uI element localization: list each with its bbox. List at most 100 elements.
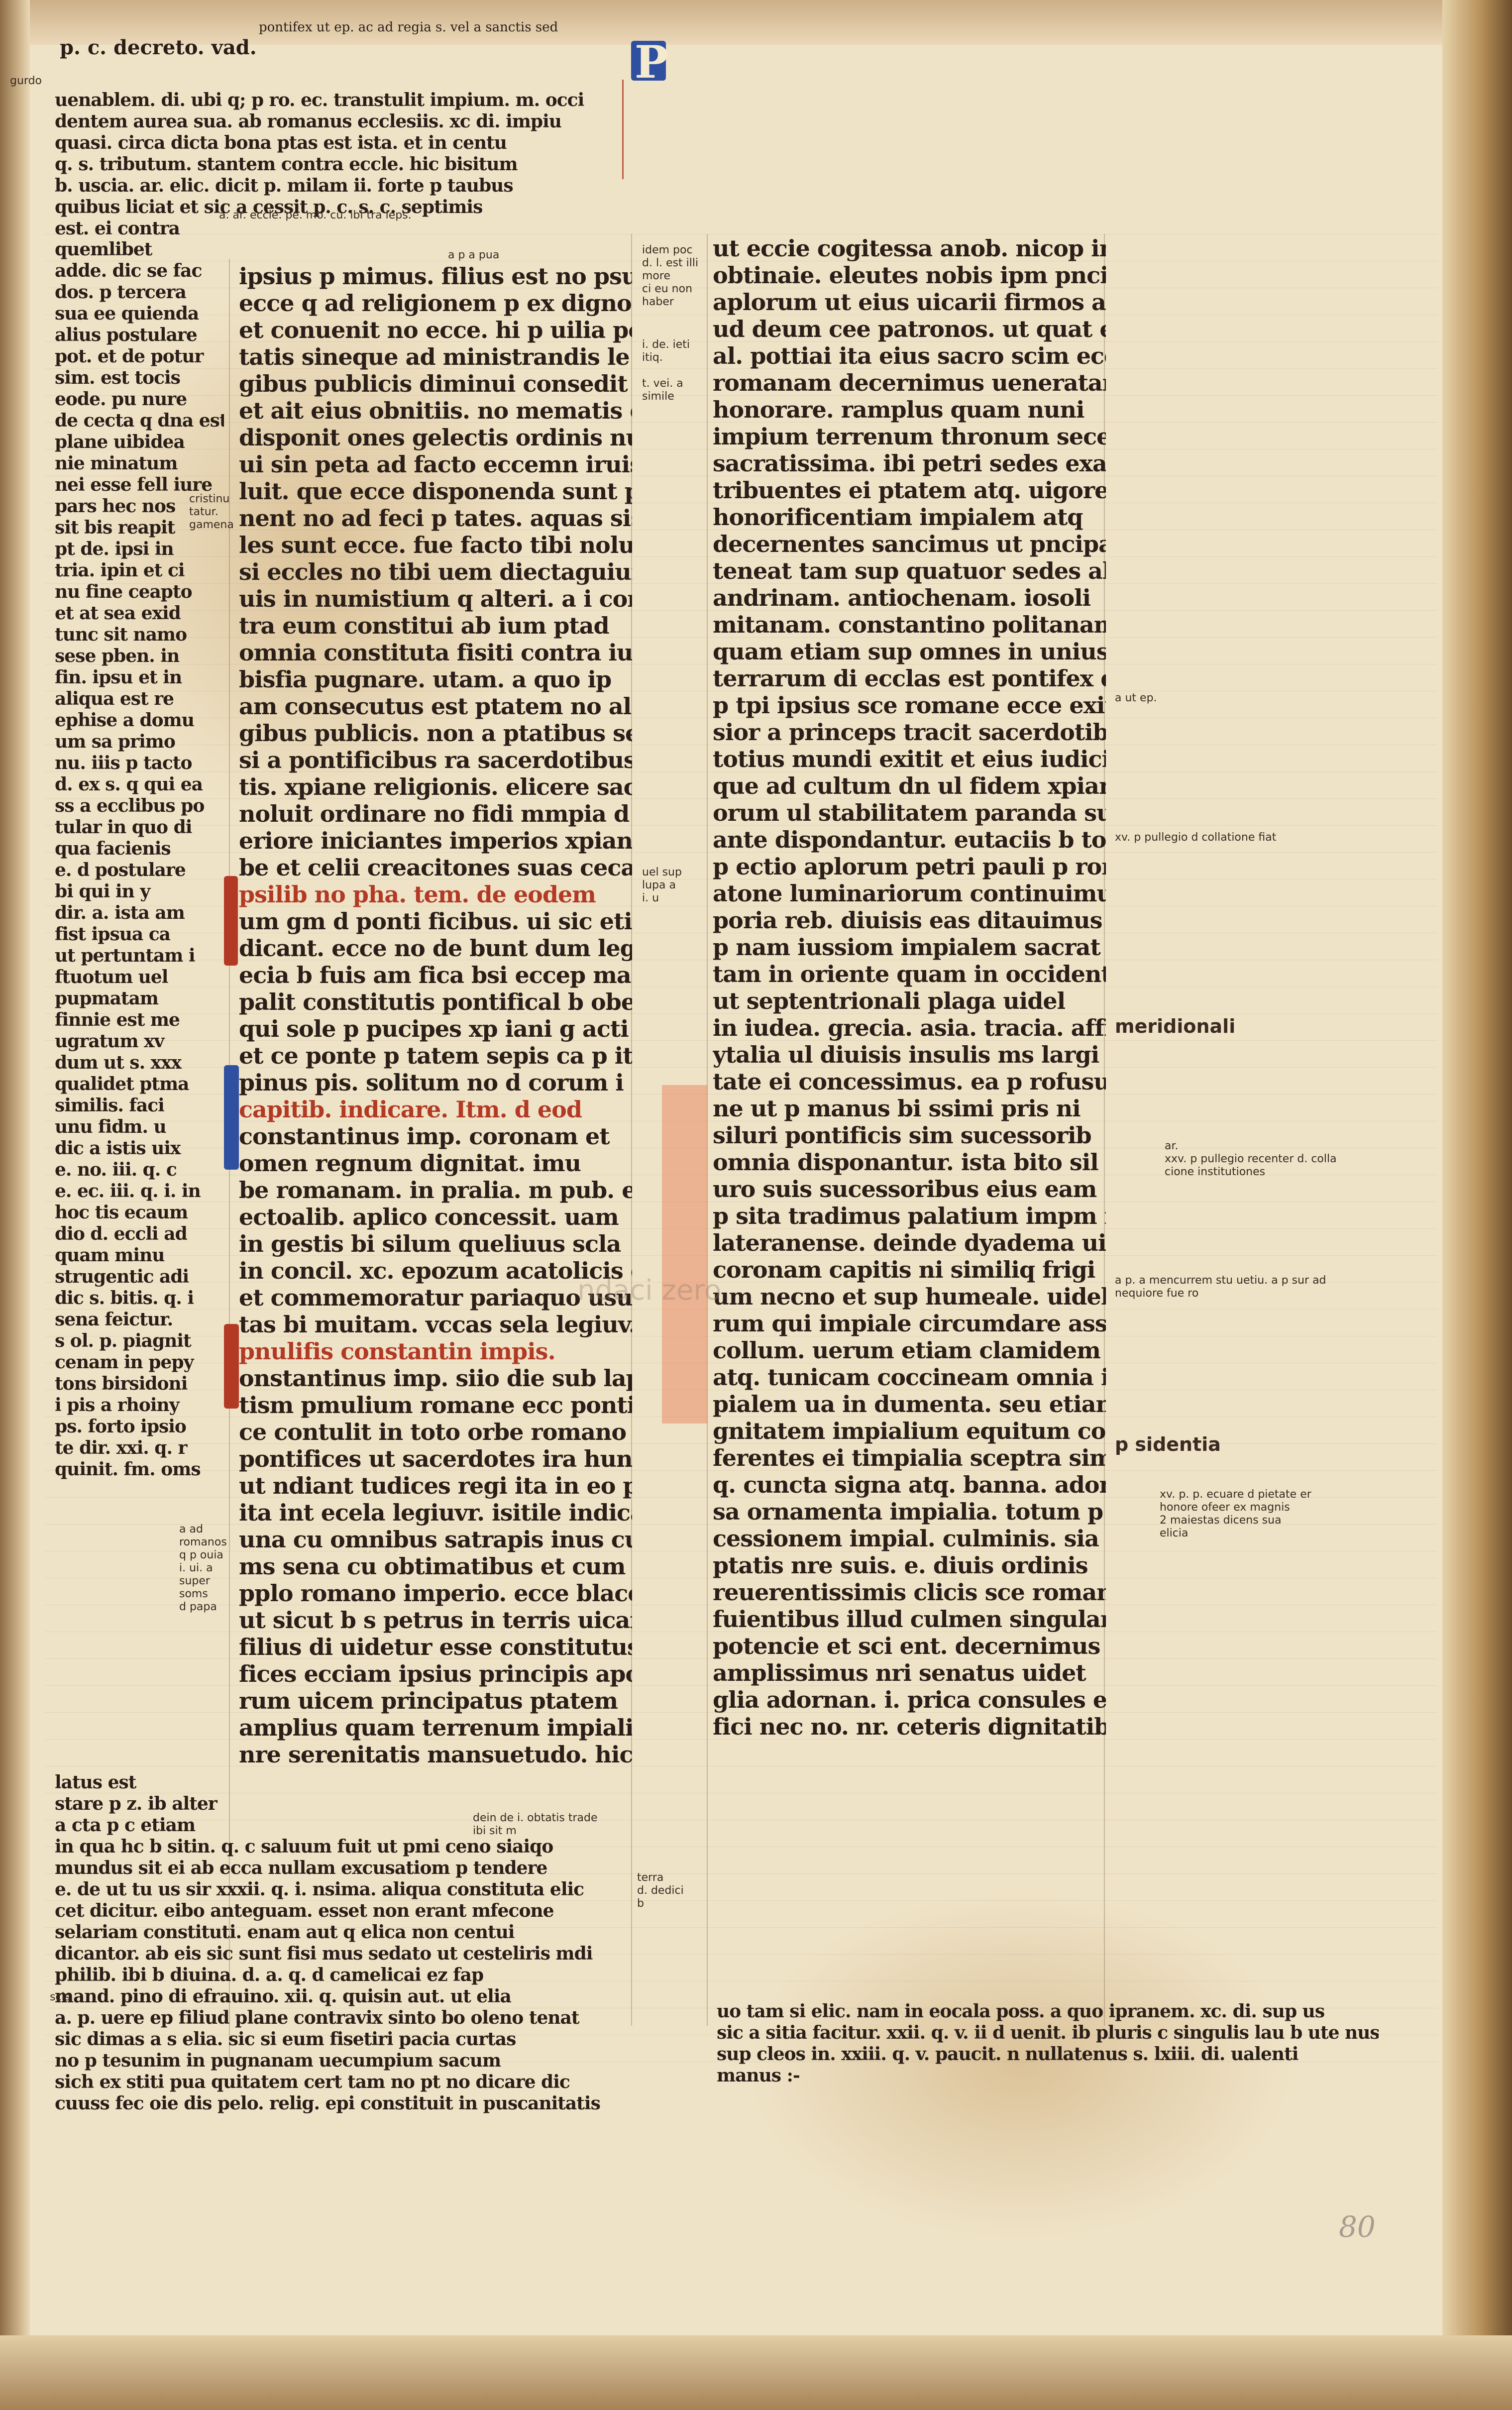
margin-note: terra d. dedici b [637,1871,684,1910]
col2-line: glia adornan. i. prica consules ef [713,1686,1106,1713]
ruling-line [45,798,1437,799]
gloss-bottom-line: a cta p c etiam [55,1815,196,1836]
col2-line: p nam iussiom impialem sacrat [713,934,1101,961]
left-gloss-line: bi qui in y [55,881,150,902]
col1-line: ut ndiant tudices regi ita in eo pmul [239,1472,632,1499]
gloss-bottom-line: dicantor. ab eis sic sunt fisi mus sedat… [55,1943,593,1964]
col1-line: pnulifis constantin impis. [239,1338,556,1365]
right-gloss-lower-line: sic a sitia facitur. xxii. q. v. ii d ue… [717,2022,1379,2043]
left-gloss-line: quemlibet [55,239,152,260]
col2-line: ut septentrionali plaga uidel [713,987,1066,1014]
ruling-line [45,1255,1437,1256]
col1-line: eriore iniciantes imperios xpiani [239,827,632,854]
left-gloss-line: dic a istis uix [55,1138,181,1159]
red-flourish [622,80,624,179]
ruling-line [45,556,1437,557]
ruling-line [45,1309,1437,1310]
left-gloss-line: hoc tis ecaum [55,1202,188,1223]
col1-line: ce contulit in toto orbe romano [239,1419,627,1445]
ruling-line [45,1443,1437,1444]
col2-line: quam etiam sup omnes in uniuso orbe [713,638,1106,665]
col1-line: et ce ponte p tatem sepis ca p it. ber [239,1042,632,1069]
margin-note: gurdo [10,75,42,87]
col2-line: q. cuncta signa atq. banna. adomi [713,1471,1106,1498]
ruling-line [45,1658,1437,1659]
col2-line: amplissimus nri senatus uidet [713,1659,1086,1686]
left-gloss-line: nu. iiis p tacto [55,753,192,773]
ruling-line [45,771,1437,772]
ruling-line [45,1927,1437,1928]
left-gloss-line: i pis a rhoiny [55,1395,180,1416]
left-gloss-line: tons birsidoni [55,1373,188,1394]
left-gloss-line: sese pben. in [55,646,180,666]
col1-line: um gm d ponti ficibus. ui sic etiam u [239,908,632,935]
decorated-initial: P [635,36,668,89]
gloss-top-line: uenablem. di. ubi q; p ro. ec. transtuli… [55,90,584,110]
gloss-top-line: q. s. tributum. stantem contra eccle. hi… [55,154,518,175]
ruling-line [45,1013,1437,1014]
col2-line: sa ornamenta impialia. totum p [713,1498,1103,1525]
margin-note: idem poc d. l. est illi more ci eu non h… [642,244,699,308]
ruling-line [45,1067,1437,1068]
gloss-top: uenablem. di. ubi q; p ro. ec. transtuli… [55,90,627,239]
gloss-bottom-line: cuuss fec oie dis pelo. relig. epi const… [55,2093,601,2114]
col1-line: omnia constituta fisiti contra iu [239,639,632,666]
ruling-line [45,422,1437,423]
left-gloss-line: s ol. p. piagnit [55,1330,192,1351]
col2-line: honorare. ramplus quam nuni [713,396,1084,423]
column-rule [1104,234,1105,2026]
col1-line: amplius quam terrenum impialis [239,1714,632,1741]
gloss-bottom-line: sich ex stiti pua quitatem cert tam no p… [55,2072,570,2092]
ruling-line [45,1282,1437,1283]
gloss-bottom-line: stare p z. ib alter [55,1793,217,1814]
page-fore-edge [1442,0,1512,2410]
col2-line: sacratissima. ibi petri sedes exaltari [713,450,1106,477]
left-gloss-line: fist ipsua ca [55,924,171,945]
ruling-line [45,395,1437,396]
col2-line: atone luminariorum continuimus possessio [713,880,1106,907]
col1-line: be romanam. in pralia. m pub. e [239,1177,632,1204]
col2-line: aplorum ut eius uicarii firmos ap [713,289,1106,316]
ruling-line [45,368,1437,369]
left-gloss-line: nie minatum [55,453,178,474]
col1-line: et ait eius obnitiis. no mematis ot [239,397,632,424]
col1-line: tatis sineque ad ministrandis le [239,343,630,370]
gloss-bottom-line: latus est [55,1772,136,1793]
col2-line: ferentes ei timpialia sceptra simul [713,1444,1106,1471]
left-gloss-line: ugratum xv [55,1031,164,1052]
ruling-line [45,1228,1437,1229]
margin-note: a ad romanos q p ouia i. ui. a super som… [179,1523,227,1613]
left-gloss-line: e. no. iii. q. c [55,1159,177,1180]
col1-line: tis. xpiane religionis. elicere sacerdot [239,773,632,800]
col1-line: nent no ad feci p tates. aquas sisit [239,505,632,532]
interlinear-gloss: a. ar. eccle. pe. mo. cu. ibi tra leps. [219,209,412,221]
col2-line: p ectio aplorum petri pauli p ronam [713,853,1106,880]
col2-line: cessionem impial. culminis. sia [713,1525,1099,1552]
col2-line: pialem ua in dumenta. seu etiam di [713,1391,1106,1418]
left-gloss-line: dic s. bitis. q. i [55,1288,194,1309]
stain [747,1891,1294,2240]
col1-line: rum uicem principatus ptatem [239,1687,618,1714]
col2-line: ante dispondantur. eutaciis b to [713,826,1106,853]
left-gloss-line: sim. est tocis [55,367,181,388]
left-gloss-line: nu fine ceapto [55,581,193,602]
left-gloss-line: sena feictur. [55,1309,173,1330]
ruling-line [45,341,1437,342]
col1-line: tism pmulium romane ecc pontifi [239,1392,632,1419]
col2-line: decernentes sancimus ut pncipatum [713,531,1106,557]
col1-line: nre serenitatis mansuetudo. hic [239,1741,632,1768]
col1-line: pplo romano imperio. ecce blacent [239,1580,632,1607]
col1-line: noluit ordinare no fidi mmpia d [239,800,630,827]
col1-line: ui sin peta ad facto eccemn iruis no [239,451,632,478]
initial-box [631,41,666,81]
margin-note: ar. xxv. p pullegio recenter d. colla ci… [1165,1140,1337,1178]
gloss-bottom-line: selariam constituti. enam aut q elica no… [55,1922,515,1943]
ruling-line [45,1094,1437,1095]
gloss-bottom-line: cet dicitur. eibo anteguam. esset non er… [55,1900,554,1921]
col1-line: bisfia pugnare. utam. a quo ip [239,666,612,693]
col2-line: teneat tam sup quatuor sedes alex [713,557,1106,584]
left-gloss-line: qua facienis [55,838,171,859]
